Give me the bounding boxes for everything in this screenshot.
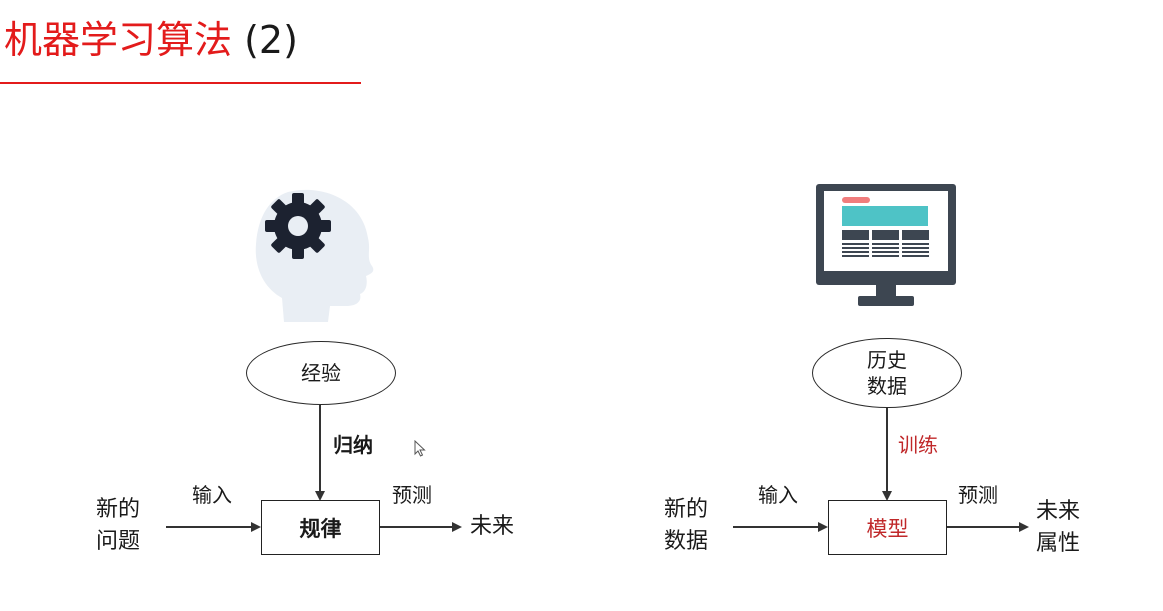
- input-arrow-head-left: [251, 522, 261, 532]
- training-arrow-head: [882, 491, 892, 501]
- computer-monitor-icon: [816, 184, 956, 306]
- head-gear-icon: [255, 189, 374, 322]
- input-arrow-line-right: [733, 526, 819, 528]
- history-data-line-1: 历史: [867, 348, 907, 372]
- rule-box: 规律: [261, 500, 380, 555]
- induction-arrow-head: [315, 491, 325, 501]
- title-underline: [0, 82, 361, 84]
- future-attribute-line-1: 未来: [1036, 499, 1081, 524]
- slide-title: 机器学习算法 (2): [4, 14, 298, 66]
- output-arrow-head-right: [1019, 522, 1029, 532]
- input-label-right: 输入: [758, 483, 798, 507]
- new-problem-line-2: 问题: [96, 529, 141, 554]
- output-arrow-head-left: [452, 522, 462, 532]
- new-data-line-2: 数据: [664, 529, 709, 554]
- predict-label-right: 预测: [958, 483, 998, 507]
- predict-label-left: 预测: [392, 483, 432, 507]
- mouse-cursor-icon: [414, 440, 426, 457]
- experience-ellipse: 经验: [246, 341, 396, 405]
- experience-label: 经验: [301, 361, 341, 385]
- slide-title-text: 机器学习算法: [4, 18, 233, 62]
- training-arrow-line: [886, 408, 888, 494]
- new-data-label: 新的 数据: [664, 494, 708, 558]
- model-box: 模型: [828, 500, 947, 555]
- future-attribute-line-2: 属性: [1036, 531, 1081, 556]
- induction-arrow-line: [319, 405, 321, 493]
- output-arrow-line-left: [380, 526, 453, 528]
- history-data-ellipse: 历史 数据: [812, 338, 962, 408]
- future-attribute-label: 未来 属性: [1036, 496, 1080, 560]
- induction-label: 归纳: [333, 433, 373, 457]
- new-data-line-1: 新的: [664, 497, 709, 522]
- rule-label: 规律: [299, 516, 342, 541]
- new-problem-label: 新的 问题: [96, 494, 140, 558]
- input-label-left: 输入: [192, 483, 232, 507]
- future-label: 未来: [470, 514, 515, 539]
- new-problem-line-1: 新的: [96, 497, 141, 522]
- input-arrow-line-left: [166, 526, 252, 528]
- training-label: 训练: [898, 433, 938, 457]
- input-arrow-head-right: [818, 522, 828, 532]
- model-label: 模型: [866, 516, 909, 541]
- slide-title-number: (2): [244, 18, 298, 62]
- output-arrow-line-right: [947, 526, 1020, 528]
- history-data-line-2: 数据: [867, 374, 907, 398]
